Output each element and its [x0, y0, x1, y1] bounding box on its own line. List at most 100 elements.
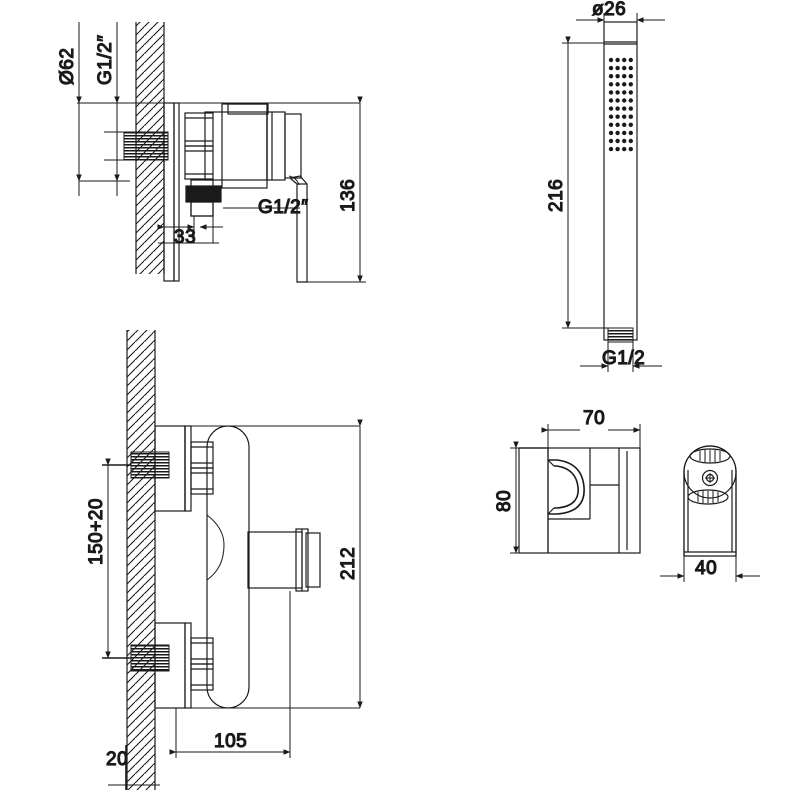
dimension-d62: Ø62	[56, 22, 130, 196]
spray-nozzle-dot	[615, 90, 620, 95]
spray-nozzle-dot	[608, 90, 614, 95]
spray-nozzle-dot	[608, 82, 614, 87]
spray-nozzle-dot	[615, 82, 620, 87]
dim-label-20: 20	[106, 749, 128, 770]
dimension-80: 80	[493, 441, 522, 554]
spray-nozzle-dot	[628, 90, 633, 95]
dim-label-33: 33	[174, 227, 196, 248]
spray-nozzle-dot	[615, 65, 620, 71]
dim-label-80: 80	[494, 490, 515, 512]
spray-nozzle-dot	[608, 138, 614, 144]
spray-nozzle-dot	[608, 57, 614, 63]
dimension-150-20: 150+20	[85, 458, 131, 659]
spray-nozzle-dot	[628, 74, 633, 79]
spray-nozzle-dot	[608, 130, 614, 136]
dimension-g12-shower: G1/2	[580, 342, 662, 372]
bracket-side-view: 70 80	[493, 407, 641, 554]
spray-nozzle-dot	[628, 122, 633, 128]
wall-section-bottom	[126, 330, 156, 790]
spray-nozzle-dot	[615, 138, 620, 144]
spray-nozzle-dot	[628, 65, 633, 71]
dim-label-g12-horizontal: G1/2″	[258, 197, 308, 218]
view-top-left-wall-valve: Ø62 G1/2″ 136 33	[56, 22, 366, 283]
dim-label-70: 70	[583, 408, 605, 429]
dim-label-150-20: 150+20	[86, 498, 107, 565]
spray-nozzle-dot	[608, 106, 614, 111]
bracket-lower-slot	[687, 489, 729, 505]
bracket-cradle-hook	[547, 459, 585, 515]
spray-nozzle-dot	[628, 106, 633, 111]
spray-nozzle-dot	[628, 57, 633, 63]
spray-nozzle-dot	[622, 122, 627, 128]
spray-nozzle-dot	[622, 130, 627, 136]
spray-nozzle-dot	[608, 65, 614, 71]
spray-nozzle-dot	[608, 146, 614, 152]
spray-nozzle-dot	[615, 74, 620, 79]
spray-nozzle-dot	[622, 74, 627, 79]
view-bottom-right-bracket: 70 80	[493, 407, 760, 582]
spray-nozzle-dot	[608, 98, 614, 103]
spray-nozzle-dot	[622, 146, 627, 152]
dim-label-g12-shower: G1/2	[602, 348, 645, 369]
dimension-d26: ø26	[576, 0, 665, 30]
inlet-thread-upper	[130, 451, 170, 479]
valve-body-top	[204, 103, 302, 189]
inlet-thread-lower	[130, 644, 170, 672]
spray-nozzle-dot	[615, 57, 620, 63]
escutcheon-plate-top	[163, 102, 180, 282]
spray-nozzle-dot	[608, 74, 614, 79]
spray-nozzle-dot	[622, 65, 627, 71]
spray-nozzle-dot	[622, 106, 627, 111]
dimension-20: 20	[105, 745, 160, 790]
dimension-216: 216	[545, 36, 608, 329]
spray-nozzle-dot	[628, 98, 633, 103]
spray-nozzle-dot	[615, 114, 620, 119]
dim-label-d26: ø26	[592, 0, 626, 20]
hex-nut-lower	[190, 637, 214, 691]
spray-nozzle-dot	[622, 138, 627, 144]
dim-label-105: 105	[214, 731, 247, 752]
dim-label-g12-vertical: G1/2″	[95, 35, 116, 85]
dim-label-216: 216	[546, 179, 567, 212]
dimension-70: 70	[541, 407, 641, 452]
dimension-136: 136	[307, 96, 366, 283]
spray-nozzle-dot	[608, 122, 614, 128]
spray-nozzle-dot	[628, 82, 633, 87]
spray-nozzle-dot	[615, 98, 620, 103]
dimension-g12-vertical: G1/2″	[94, 22, 136, 196]
bracket-upper-slot	[689, 448, 731, 464]
spray-nozzle-dot	[615, 130, 620, 136]
view-top-right-hand-shower: ø26 216 G1/2	[545, 0, 665, 372]
spray-face-dots	[608, 57, 633, 152]
mixer-spout	[247, 528, 321, 592]
spray-nozzle-dot	[622, 98, 627, 103]
dimension-40: 40	[660, 556, 760, 582]
spray-nozzle-dot	[622, 57, 627, 63]
spray-nozzle-dot	[628, 114, 633, 119]
hex-nut-top	[184, 112, 214, 180]
dim-label-212: 212	[338, 547, 359, 580]
spray-nozzle-dot	[622, 114, 627, 119]
view-bottom-left-mixer: 150+20 212 105 20	[85, 330, 363, 790]
spray-nozzle-dot	[628, 146, 633, 152]
outlet-spigot-top	[185, 179, 222, 217]
dim-label-136: 136	[338, 179, 359, 212]
dimension-33: 33	[157, 216, 219, 249]
spray-nozzle-dot	[615, 106, 620, 111]
spray-nozzle-dot	[628, 130, 633, 136]
dim-label-d62: Ø62	[57, 48, 78, 85]
spray-nozzle-dot	[622, 82, 627, 87]
dimension-g12-horizontal: G1/2″	[199, 196, 309, 230]
spray-nozzle-dot	[615, 122, 620, 128]
spray-nozzle-dot	[628, 138, 633, 144]
dimension-105: 105	[169, 591, 291, 758]
hose-connection-top	[288, 175, 308, 283]
bracket-front-view: 40	[660, 445, 760, 582]
inlet-thread-top	[123, 131, 169, 161]
hex-nut-upper	[190, 441, 214, 495]
lever-knob-top	[227, 103, 269, 115]
spray-nozzle-dot	[608, 114, 614, 119]
spray-nozzle-dot	[615, 146, 620, 152]
